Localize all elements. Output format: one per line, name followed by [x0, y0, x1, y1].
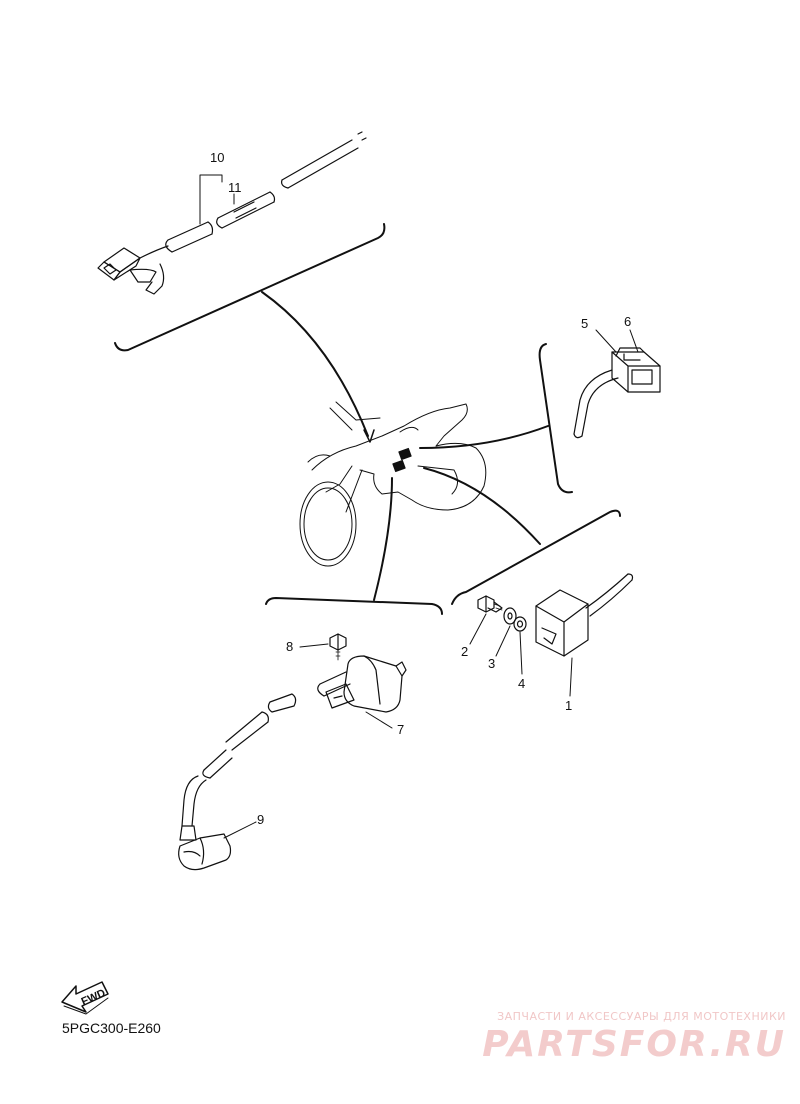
callout-10: 10 [210, 150, 224, 165]
harness-pointer-line [261, 291, 369, 437]
callout-11: 11 [228, 180, 242, 195]
harness-group-bracket [114, 223, 386, 352]
callout-6: 6 [624, 314, 631, 329]
relay-group-bracket [538, 343, 573, 494]
relay-group [538, 329, 661, 494]
ignition-coil-group [178, 597, 443, 871]
cdi-group [451, 509, 634, 697]
drawing-code: 5PGC300-E260 [62, 1020, 161, 1036]
callout-5: 5 [581, 316, 588, 331]
cdi-group-bracket [451, 509, 621, 605]
wire-harness-group [97, 131, 386, 352]
cdi-pointer-line [423, 467, 541, 545]
relay-pointer-line [419, 425, 549, 449]
callout-7: 7 [397, 722, 404, 737]
callout-9: 9 [257, 812, 264, 827]
callout-1: 1 [565, 698, 572, 713]
callout-2: 2 [461, 644, 468, 659]
fwd-arrow-icon: FWD [61, 981, 109, 1015]
callout-4: 4 [518, 676, 525, 691]
coil-group-bracket [265, 597, 443, 615]
harness-pointer-arrow [363, 429, 375, 443]
watermark-tagline: ЗАПЧАСТИ И АКСЕССУАРЫ ДЛЯ МОТОТЕХНИКИ [497, 1010, 786, 1023]
coil-pointer-line [373, 477, 393, 601]
callout-3: 3 [488, 656, 495, 671]
callout-8: 8 [286, 639, 293, 654]
motorcycle-silhouette [299, 401, 487, 567]
watermark-logo: PARTSFOR.RU [482, 1024, 786, 1065]
